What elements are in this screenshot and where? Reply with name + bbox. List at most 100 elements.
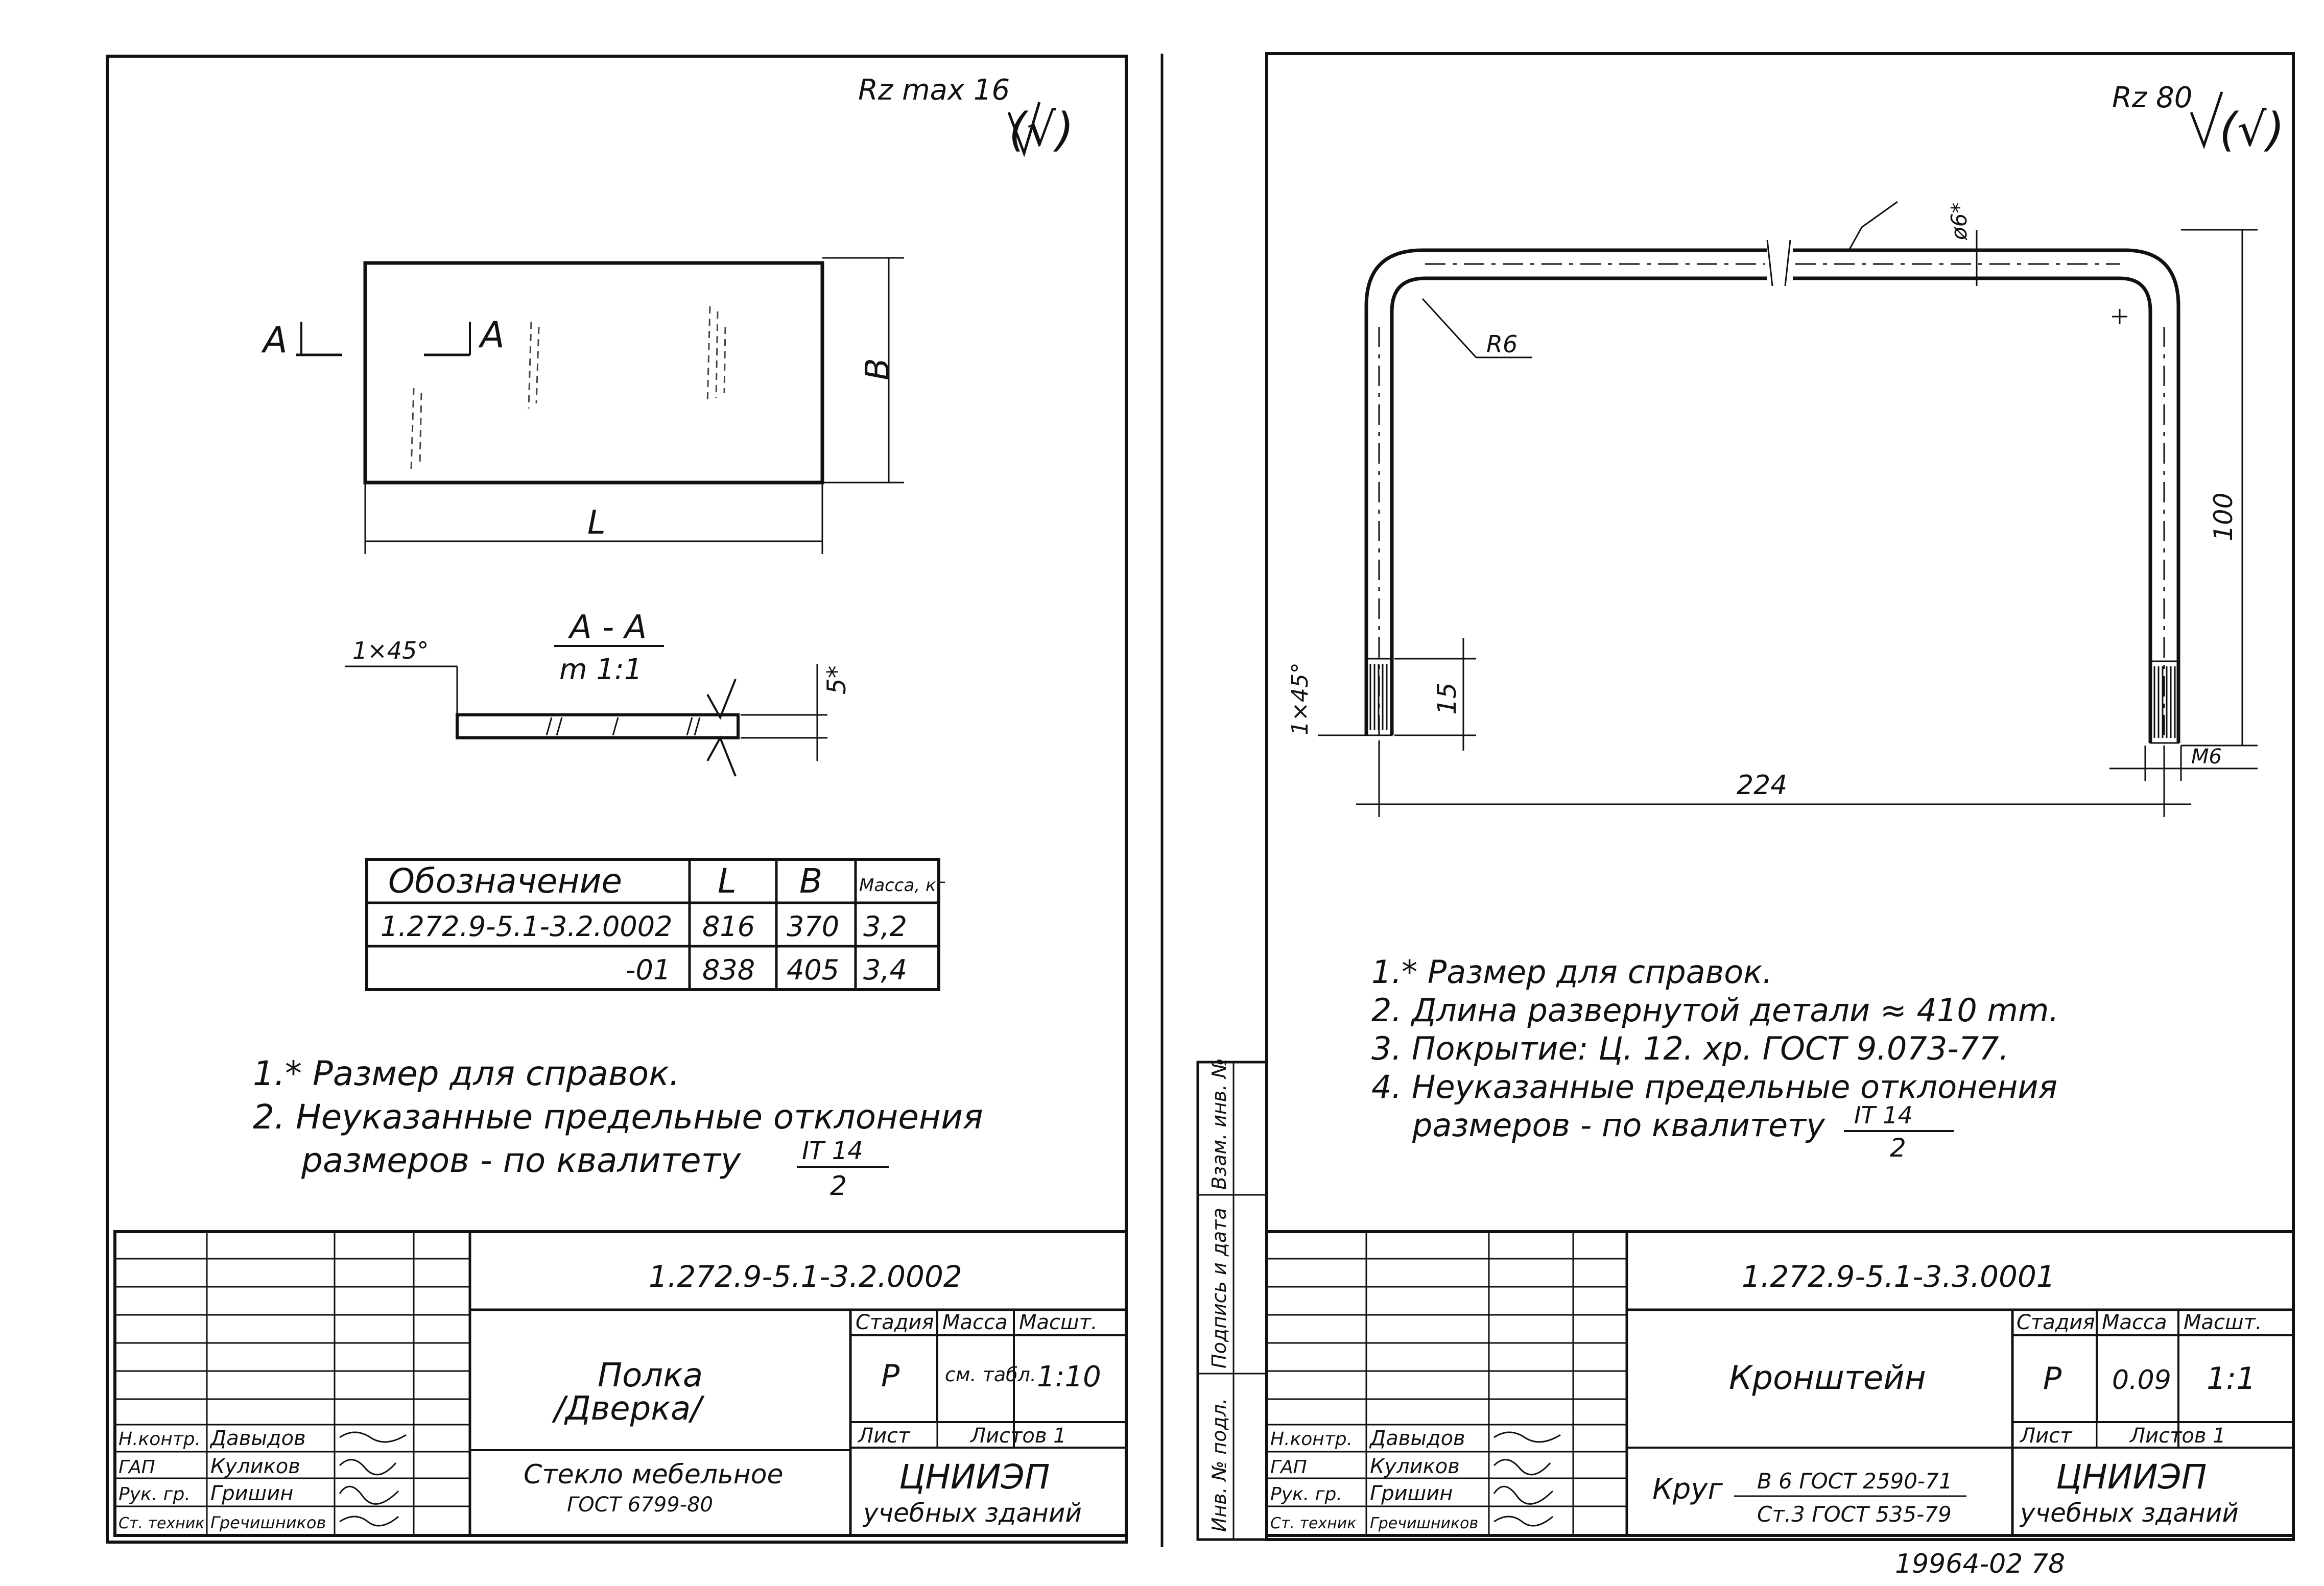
section-chamfer: 1×45°	[352, 637, 429, 664]
org-name-2: учебных зданий	[862, 1498, 1082, 1528]
table-header-b: B	[799, 861, 822, 901]
note-line: 2. Неуказанные предельные отклонения	[253, 1097, 983, 1137]
right-roughness-mark: (√)	[2219, 103, 2285, 157]
sign-role: Н.контр.	[1270, 1429, 1353, 1450]
signature-scribbles	[1493, 1431, 1561, 1527]
left-plan-view: A A B L	[261, 257, 904, 554]
note-line: 3. Покрытие: Ц. 12. хр. ГОСТ 9.073-77.	[1371, 1030, 2009, 1067]
table-cell: 3,4	[863, 954, 907, 986]
sheet-label: Лист	[2019, 1424, 2073, 1448]
stage-label: Стадия	[856, 1311, 934, 1334]
table-cell: 3,2	[863, 910, 907, 943]
stage-value: Р	[2043, 1361, 2062, 1397]
table-cell: -01	[626, 954, 671, 986]
dim-length-label: L	[587, 504, 606, 542]
scale-label: Масшт.	[1019, 1311, 1098, 1334]
sign-role: Рук. гр.	[118, 1484, 191, 1505]
table-header-l: L	[718, 861, 737, 901]
dim-thread-length: 15	[1432, 682, 1462, 715]
archive-number: 19964-02 78	[1895, 1549, 2065, 1579]
glass-shelf-outline	[363, 261, 824, 485]
left-roughness-label: Rz max 16	[858, 74, 1010, 107]
note-line: 2. Длина развернутой детали ≈ 410 mm.	[1371, 992, 2059, 1029]
sign-name: Куликов	[1370, 1455, 1460, 1478]
side-stamp-label: Взам. инв. №	[1208, 1058, 1230, 1190]
sign-name: Гришин	[1370, 1482, 1453, 1505]
note-line: размеров - по квалитету	[1412, 1107, 1825, 1144]
right-part-name: Кронштейн	[1729, 1359, 1926, 1397]
left-section-view: A - A m 1:1 1×45° 5*	[345, 609, 851, 777]
table-cell: 838	[702, 954, 755, 986]
right-title-block: Н.контр. Давыдов ГАП Куликов Рук. гр. Гр…	[1265, 1230, 2295, 1537]
sign-name: Куликов	[210, 1455, 300, 1478]
left-roughness-symbol	[1007, 102, 1041, 157]
signature-scribbles	[339, 1431, 407, 1527]
dim-height: 100	[2209, 493, 2238, 541]
right-material-2: Ст.3 ГОСТ 535-79	[1757, 1502, 1952, 1527]
sign-name: Гречишников	[1370, 1515, 1478, 1532]
left-part-name: Полка	[598, 1357, 703, 1395]
sign-name: Давыдов	[1369, 1427, 1465, 1450]
table-cell: 370	[787, 910, 839, 943]
dim-thread: M6	[2191, 745, 2222, 768]
sheets-label: Листов 1	[969, 1424, 1066, 1448]
left-variants-table: Обозначение L B Масса, кг 1.272.9-5.1-3.…	[365, 858, 946, 991]
tolerance-numerator: IT 14	[1854, 1101, 1913, 1129]
right-designation: 1.272.9-5.1-3.3.0001	[1742, 1259, 2055, 1294]
note-line: размеров - по квалитету	[301, 1141, 741, 1180]
org-name: ЦНИИЭП	[899, 1457, 1050, 1497]
note-line: 4. Неуказанные предельные отклонения	[1371, 1068, 2057, 1106]
right-sheet-frame	[1265, 52, 2295, 1541]
side-stamp-label: Инв. № подл.	[1208, 1398, 1230, 1532]
sign-name: Давыдов	[209, 1427, 306, 1450]
dim-radius: R6	[1486, 330, 1517, 358]
right-sheet: Инв. № подл. Подпись и дата Взам. инв. №…	[1196, 52, 2295, 1579]
scale-label: Масшт.	[2184, 1311, 2262, 1334]
left-material-1: Стекло мебельное	[524, 1459, 784, 1490]
tolerance-denominator: 2	[1890, 1133, 1906, 1163]
org-name: ЦНИИЭП	[2056, 1457, 2207, 1497]
left-part-name-2: /Дверка/	[552, 1390, 705, 1428]
stage-value: Р	[881, 1358, 900, 1394]
note-line: 1.* Размер для справок.	[1371, 953, 1772, 991]
side-stamp-label: Подпись и дата	[1208, 1208, 1230, 1368]
note-line: 1.* Размер для справок.	[253, 1054, 680, 1093]
section-scale: m 1:1	[559, 653, 642, 686]
dim-diameter: ø6*	[1947, 203, 1972, 241]
section-outline	[456, 713, 740, 739]
left-sheet: Rz max 16 (√) A A B L A - A m 1:1 1×45°	[106, 55, 1128, 1544]
dim-chamfer: 1×45°	[1287, 662, 1313, 735]
dim-width: 224	[1737, 770, 1787, 801]
side-stamp: Инв. № подл. Подпись и дата Взам. инв. №	[1196, 1058, 1268, 1541]
sign-role: Ст. техник	[1270, 1515, 1356, 1532]
sign-role: Ст. техник	[118, 1515, 204, 1532]
sign-name: Гришин	[210, 1482, 293, 1505]
section-mark-right: A	[478, 314, 505, 356]
sheet-label: Лист	[857, 1424, 911, 1448]
table-cell: 1.272.9-5.1-3.2.0002	[381, 910, 672, 943]
right-roughness-label: Rz 80	[2112, 81, 2192, 114]
left-material-2: ГОСТ 6799-80	[567, 1493, 713, 1517]
section-thickness: 5*	[822, 665, 851, 694]
mass-value: см. табл.	[945, 1363, 1036, 1386]
left-title-block: Н.контр. Давыдов ГАП Куликов Рук. гр. Гр…	[113, 1230, 1128, 1537]
org-name-2: учебных зданий	[2019, 1498, 2239, 1528]
table-cell: 405	[787, 954, 839, 986]
scale-value: 1:1	[2207, 1361, 2256, 1397]
sign-name: Гречишников	[210, 1513, 326, 1532]
thread-left	[1365, 658, 1393, 736]
scale-value: 1:10	[1037, 1360, 1101, 1393]
dim-width-label: B	[859, 358, 897, 380]
mass-label: Масса	[942, 1311, 1008, 1334]
left-roughness-mark: (√)	[1009, 103, 1074, 157]
sheets-label: Листов 1	[2129, 1424, 2226, 1448]
left-notes: 1.* Размер для справок. 2. Неуказанные п…	[253, 1054, 983, 1201]
right-material-1: B 6 ГОСТ 2590-71	[1757, 1469, 1953, 1494]
left-sheet-frame	[106, 55, 1128, 1544]
tolerance-denominator: 2	[830, 1171, 847, 1201]
material-prefix: Круг	[1652, 1473, 1723, 1506]
thread-right	[2149, 660, 2179, 744]
table-header-mass: Масса, кг	[859, 875, 946, 896]
table-header-designation: Обозначение	[388, 861, 622, 901]
